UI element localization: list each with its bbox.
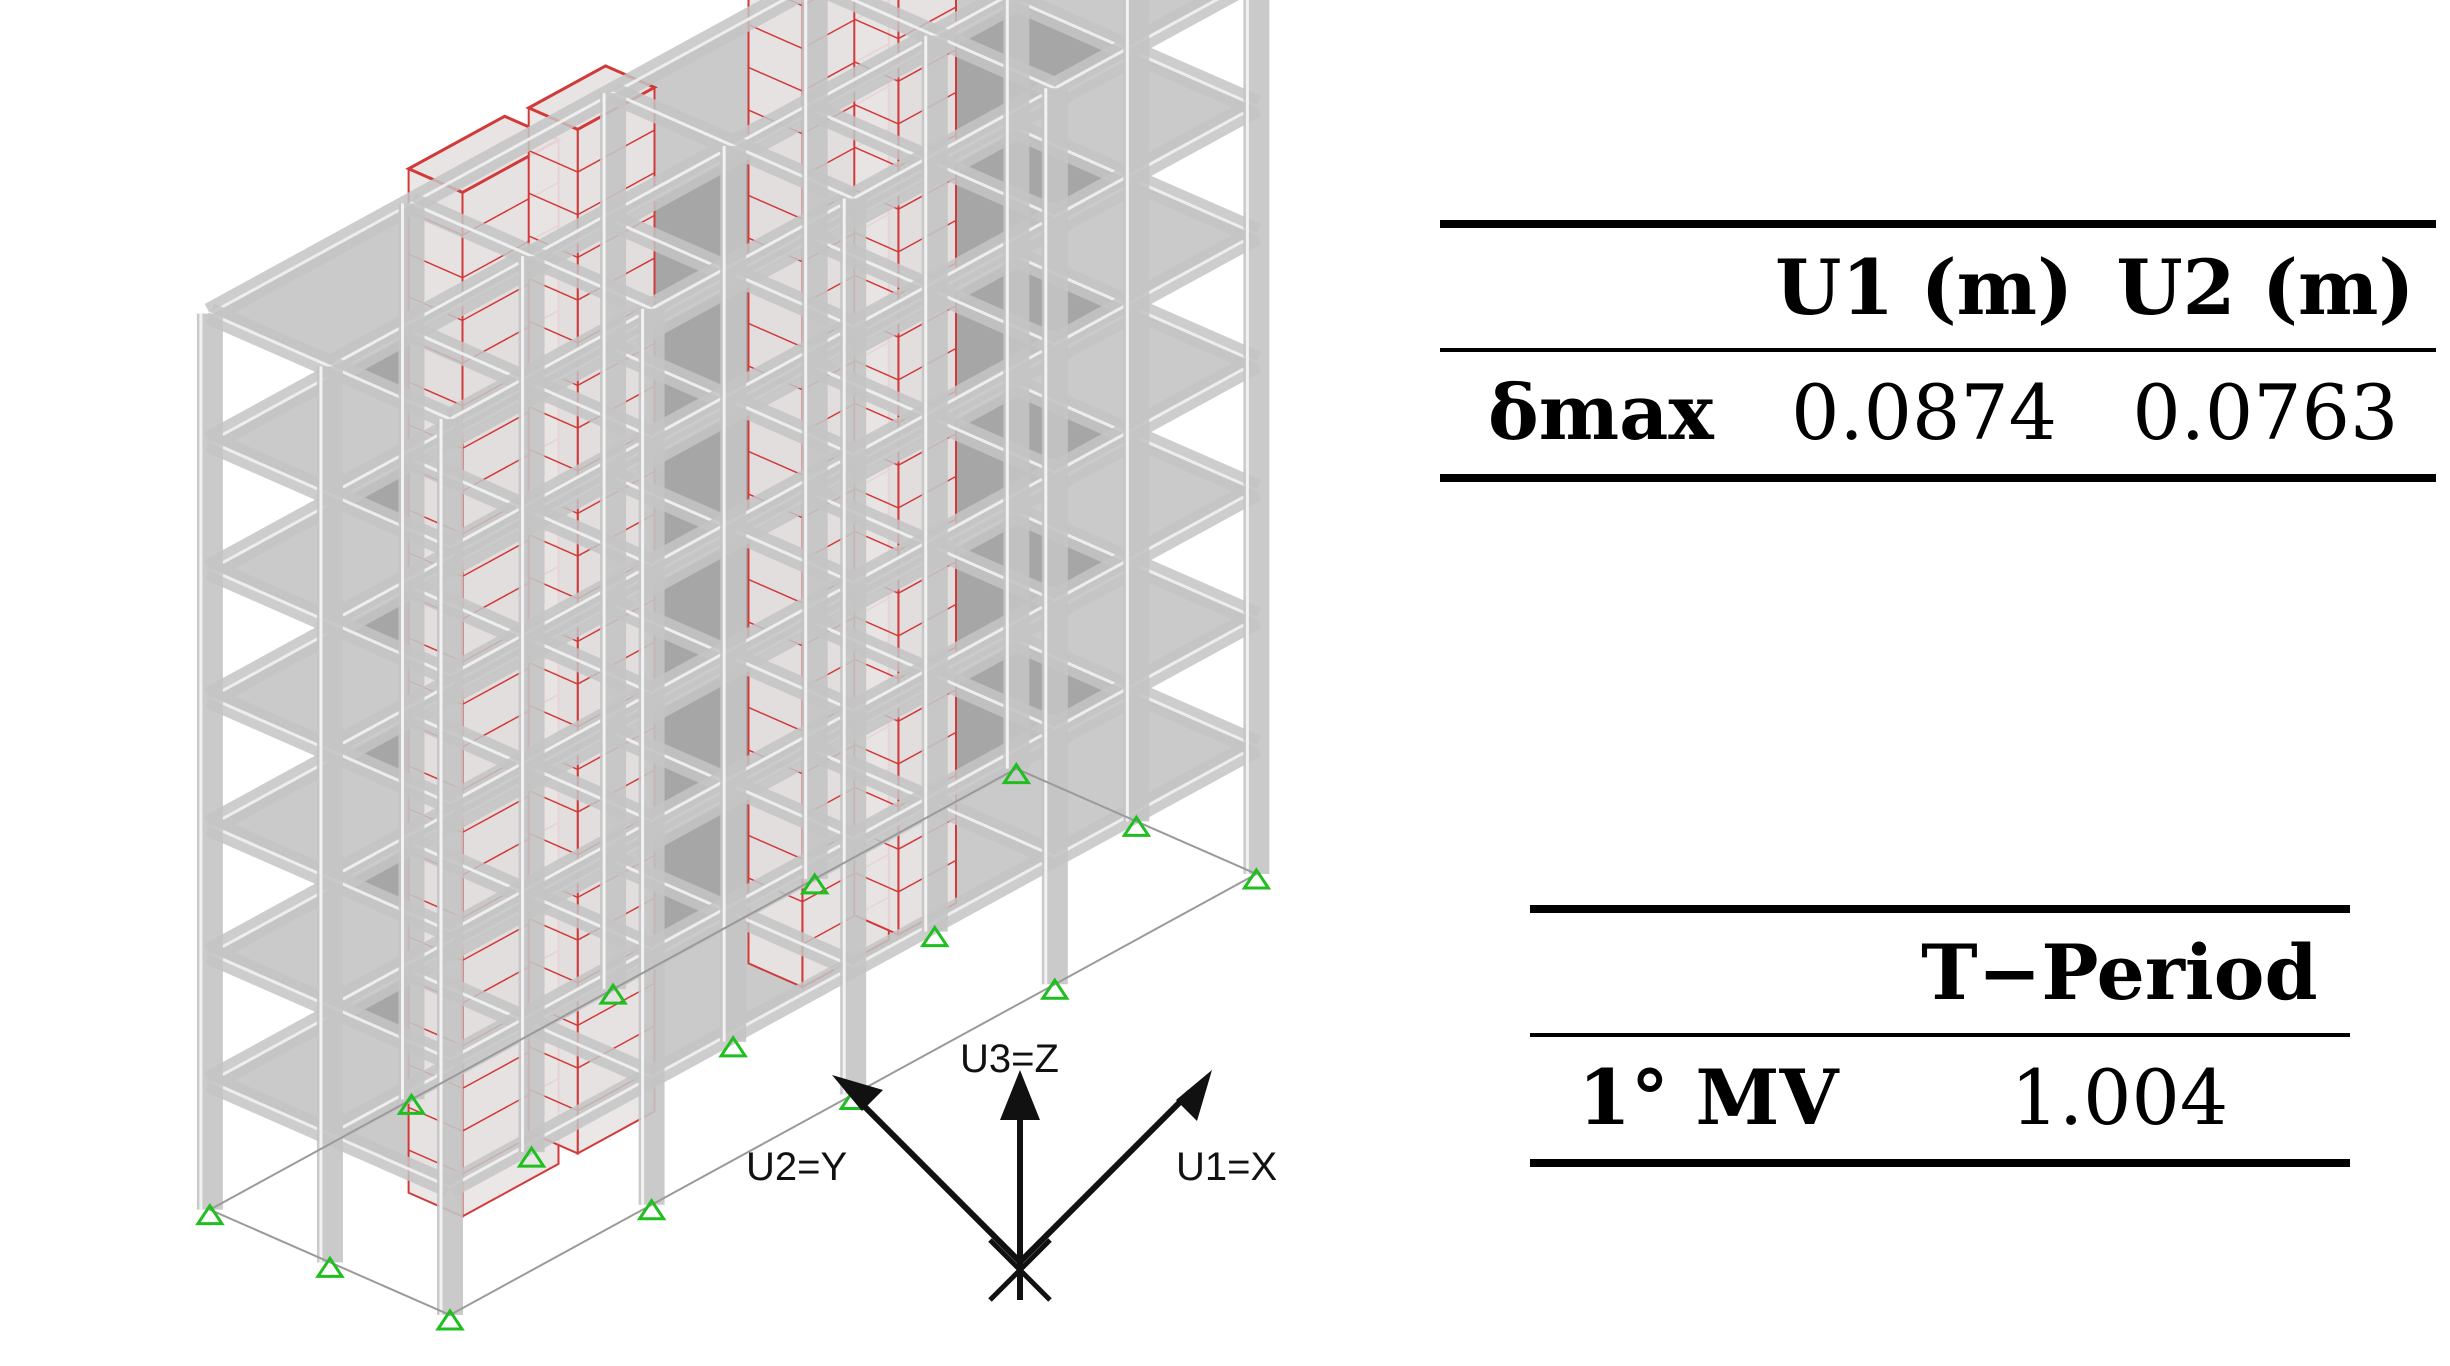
core-mesh-line (853, 146, 899, 168)
core-mesh-line (853, 18, 899, 40)
fixed-support-icon (396, 1092, 427, 1115)
table-row: 1° MV 1.004 (1530, 1035, 2350, 1163)
fixed-support-icon (1121, 814, 1152, 837)
y-axis-arrow (852, 1094, 1023, 1265)
header-blank (1440, 224, 1753, 350)
x-axis-label: U1=X (1176, 1145, 1277, 1189)
core-mesh-line (748, 834, 803, 860)
fixed-support-icon (636, 1198, 667, 1221)
fixed-support-icon (1001, 761, 1032, 785)
table-header-row: U1 (m) U2 (m) (1440, 224, 2436, 350)
core-mesh-line (748, 66, 803, 92)
header-period: T−Period (1921, 928, 2318, 1018)
axes-triad: U3=Z U2=Y U1=X (746, 1037, 1277, 1302)
table-row: δmax 0.0874 0.0763 (1440, 350, 2436, 478)
fixed-support-icon (435, 1308, 465, 1331)
fixed-support-icon (919, 924, 950, 948)
core-mesh-line (748, 706, 803, 732)
beam-edge (209, 0, 787, 315)
row-label-first-mode: 1° MV (1578, 1053, 1839, 1143)
core-mesh-line (748, 194, 803, 220)
x-axis-arrowhead (1176, 1070, 1212, 1121)
fixed-support-icon (195, 1202, 225, 1226)
base-supports (195, 761, 1272, 1331)
core-mesh-line (528, 192, 579, 216)
x-axis-arrow (1017, 1089, 1193, 1265)
value-period: 1.004 (2010, 1053, 2229, 1143)
fixed-support-icon (1241, 867, 1272, 890)
table-header-row: T−Period (1530, 909, 2350, 1035)
fixed-support-icon (1039, 977, 1070, 1000)
z-axis-label: U3=Z (960, 1037, 1059, 1081)
value-u2: 0.0763 (2132, 368, 2399, 458)
axis-cross-b (988, 1238, 1052, 1302)
z-axis-arrowhead (1000, 1070, 1040, 1120)
header-u1: U1 (m) (1775, 243, 2074, 333)
y-axis-label: U2=Y (746, 1145, 847, 1189)
core-mesh-line (748, 578, 803, 604)
fixed-support-icon (799, 872, 830, 895)
fixed-support-icon (718, 1035, 748, 1058)
period-table: T−Period 1° MV 1.004 (1530, 905, 2350, 1167)
core-mesh-line (748, 24, 803, 50)
row-label-delta-max: δmax (1488, 368, 1714, 458)
core-mesh-line (528, 149, 579, 173)
fixed-support-icon (598, 982, 628, 1005)
fixed-support-icon (315, 1255, 345, 1278)
y-axis-arrowhead (832, 1075, 883, 1111)
header-u2: U2 (m) (2116, 243, 2415, 333)
fixed-support-icon (516, 1145, 547, 1168)
core-mesh-line (853, 103, 899, 125)
value-u1: 0.0874 (1791, 368, 2058, 458)
core-mesh-line (748, 450, 803, 476)
max-displacement-table: U1 (m) U2 (m) δmax 0.0874 0.0763 (1440, 220, 2436, 482)
base-outline (207, 767, 1259, 1317)
core-mesh-line (748, 322, 803, 348)
building-3d-model: U3=Z U2=Y U1=X (195, 0, 1277, 1331)
frame-members (196, 0, 1270, 1315)
header-blank (1530, 909, 1889, 1035)
